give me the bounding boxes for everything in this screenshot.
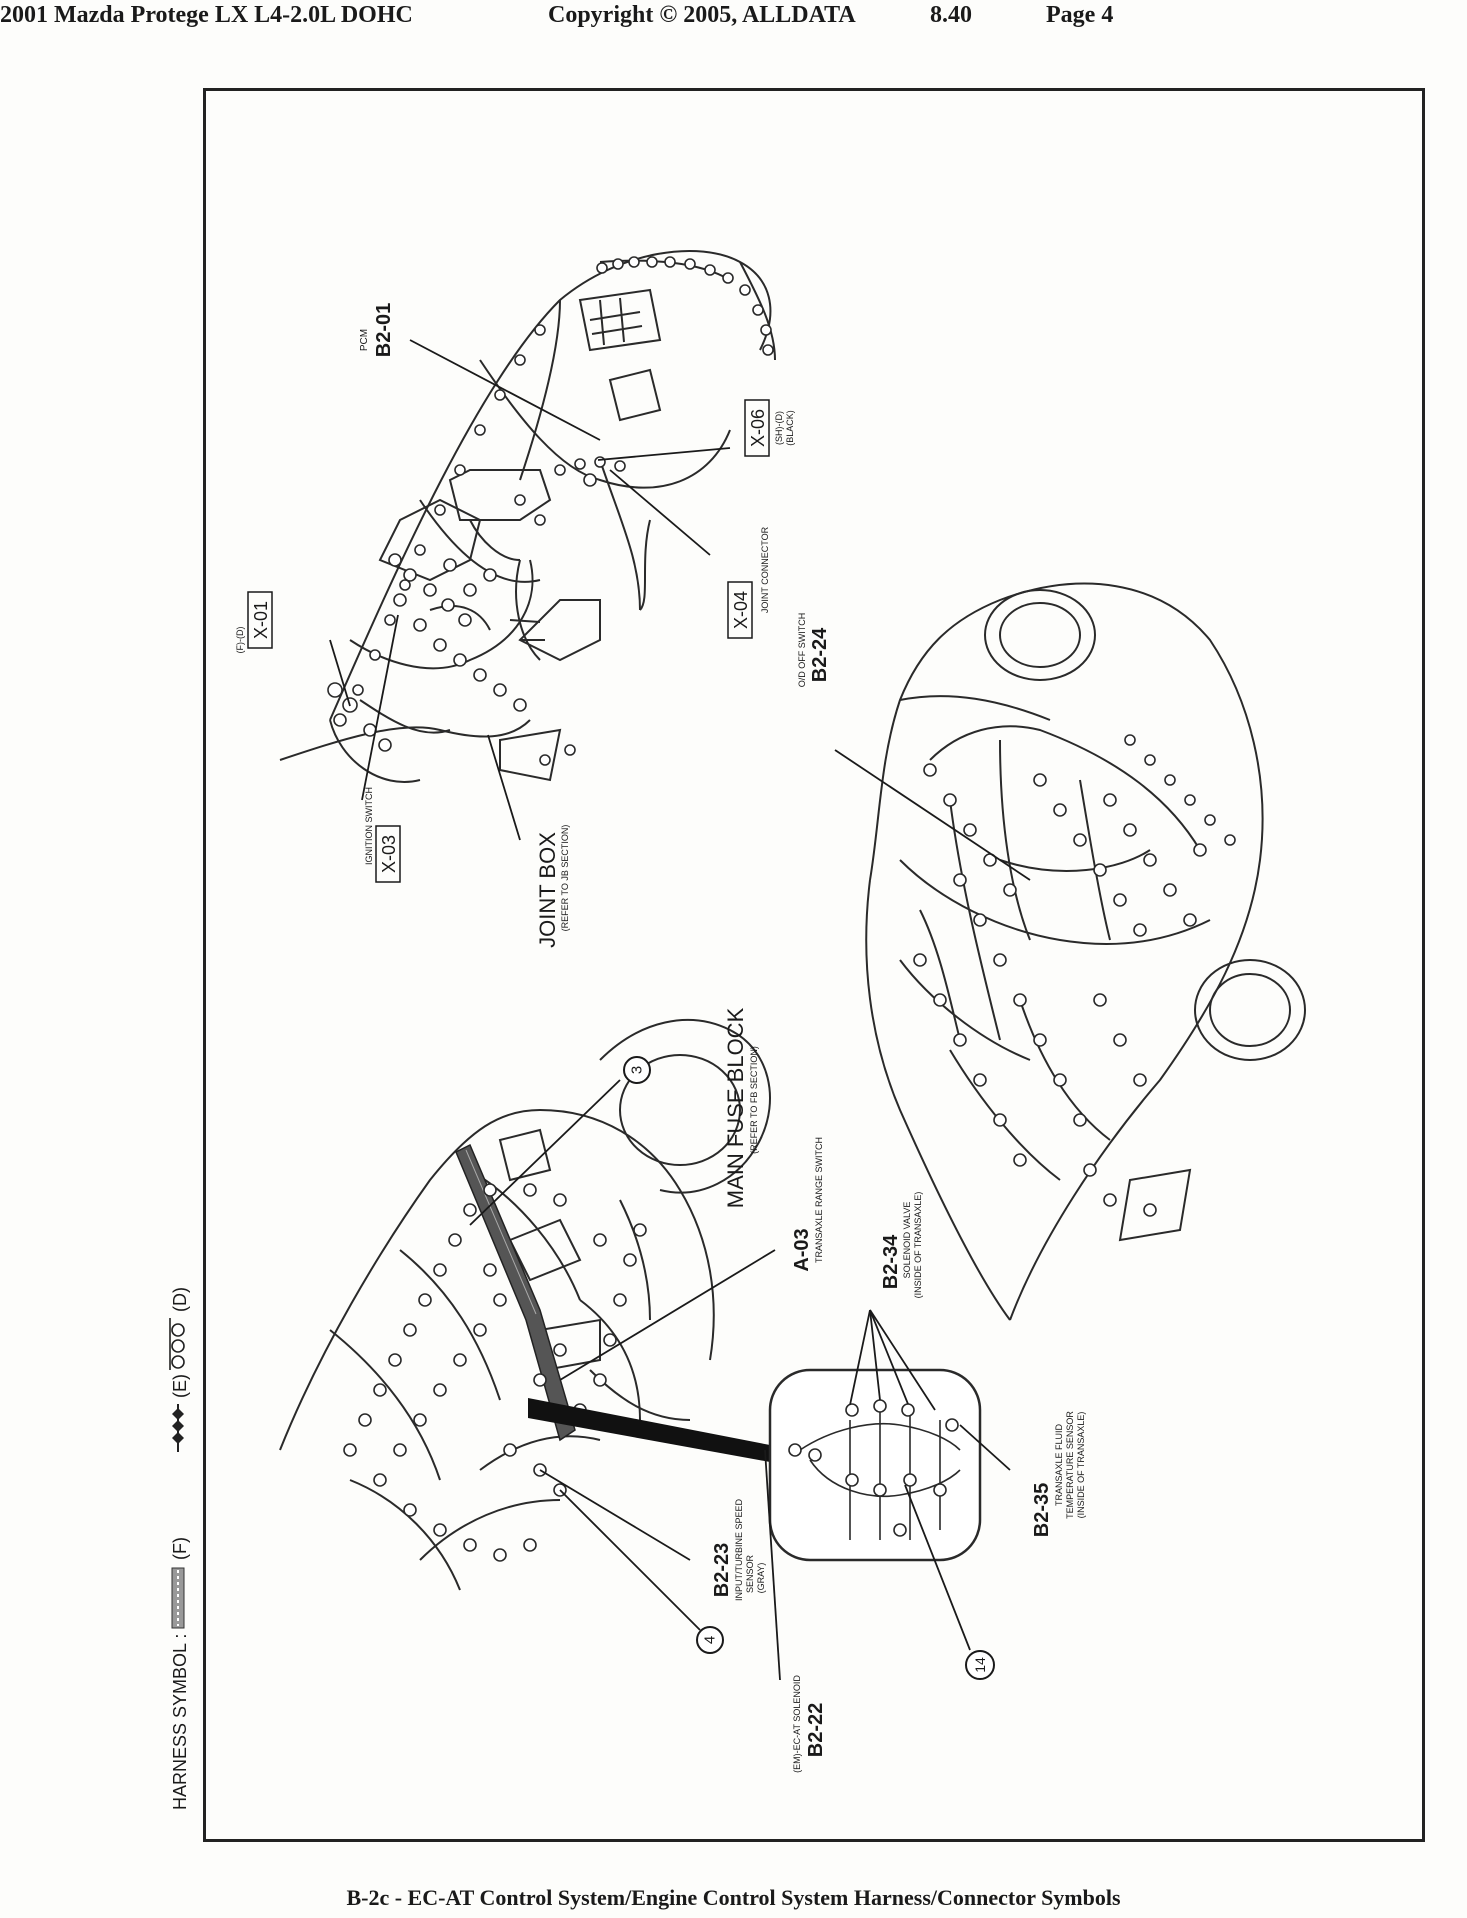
label-b2-23-sub2: SENSOR [745, 1554, 755, 1593]
label-main-fuse-block: MAIN FUSE BLOCK [723, 1007, 748, 1208]
label-x03-sub: IGNITION SWITCH [364, 787, 374, 865]
label-x04: X-04 [731, 591, 751, 629]
label-x03: X-03 [379, 835, 399, 873]
harness-symbol-f-label: (F) [170, 1537, 190, 1560]
vehicle-body-drawing [865, 582, 1306, 1321]
engine-bay-connectors [343, 1183, 647, 1562]
vehicle-body-connectors [913, 734, 1236, 1217]
callout-circle-14: 14 [965, 1650, 995, 1680]
label-b2-22-sub: (EM)-EC-AT SOLENOID [792, 1675, 802, 1773]
label-b2-34: B2-34 [880, 1234, 902, 1289]
harness-legend-label: HARNESS SYMBOL : [170, 1634, 190, 1810]
harness-symbol-e-label: (E) [170, 1374, 190, 1398]
harness-symbol-d-swatch [169, 1318, 185, 1370]
harness-symbol-d-label: (D) [170, 1287, 190, 1312]
figure-caption: B-2c - EC-AT Control System/Engine Contr… [346, 1885, 1121, 1910]
dashboard-harness-drawing [279, 249, 776, 783]
label-b2-23: B2-23 [711, 1543, 733, 1597]
circle-4-label: 4 [702, 1636, 719, 1644]
harness-symbol-e-swatch [172, 1404, 184, 1452]
x04-box [727, 581, 753, 639]
callout-circle-4: 4 [696, 1626, 724, 1654]
x01-box [247, 591, 273, 649]
label-b2-22: B2-22 [805, 1703, 827, 1757]
engine-bay-drawing [279, 1019, 771, 1591]
circle-3-label: 3 [629, 1066, 646, 1074]
header-page-number: Page 4 [1046, 2, 1114, 28]
label-x01: X-01 [251, 601, 271, 639]
dashboard-connectors [327, 256, 774, 766]
label-x06: X-06 [748, 409, 768, 447]
label-joint-box-sub: (REFER TO JB SECTION) [560, 825, 570, 932]
x03-box [375, 825, 401, 883]
label-x01-sub: (F)-(D) [235, 627, 245, 654]
label-b2-23-sub3: (GRAY) [756, 1563, 766, 1594]
leader-lines [329, 339, 1031, 1681]
label-x06-sub2: (BLACK) [785, 410, 795, 446]
label-joint-box: JOINT BOX [535, 832, 560, 948]
diagram-frame [203, 88, 1425, 1842]
label-b2-35-sub2: TEMPERATURE SENSOR [1065, 1411, 1075, 1519]
header-copyright: Copyright © 2005, ALLDATA [548, 2, 856, 28]
label-a03-sub: TRANSAXLE RANGE SWITCH [814, 1137, 824, 1263]
header-version: 8.40 [930, 2, 972, 28]
label-pcm: PCM [359, 329, 370, 351]
label-b2-34-sub2: (INSIDE OF TRANSAXLE) [913, 1192, 923, 1299]
harness-legend: HARNESS SYMBOL : (F) (E) (D) [169, 1287, 190, 1810]
label-b2-35-sub3: (INSIDE OF TRANSAXLE) [1076, 1412, 1086, 1519]
label-main-fuse-block-sub: (REFER TO FB SECTION) [749, 1046, 759, 1154]
callout-circle-3: 3 [623, 1056, 651, 1084]
label-x06-sub1: (SH)-(D) [774, 411, 784, 445]
transaxle-inset [528, 1368, 982, 1562]
label-b2-35-sub1: TRANSAXLE FLUID [1054, 1423, 1064, 1506]
label-a03: A-03 [791, 1228, 813, 1271]
x06-box [744, 399, 770, 457]
label-b2-01: B2-01 [373, 303, 395, 357]
label-b2-34-sub1: SOLENOID VALVE [902, 1202, 912, 1279]
header-vehicle: 2001 Mazda Protege LX L4-2.0L DOHC [0, 2, 413, 28]
circle-14-label: 14 [972, 1657, 988, 1673]
label-b2-24: B2-24 [809, 627, 831, 682]
label-x04-sub: JOINT CONNECTOR [760, 526, 770, 613]
harness-symbol-f-swatch [171, 1567, 185, 1629]
label-b2-23-sub1: INPUT/TURBINE SPEED [734, 1498, 744, 1601]
label-b2-24-sub: O/D OFF SWITCH [797, 613, 807, 688]
label-b2-35: B2-35 [1031, 1483, 1053, 1537]
hood-strut [455, 1143, 576, 1442]
